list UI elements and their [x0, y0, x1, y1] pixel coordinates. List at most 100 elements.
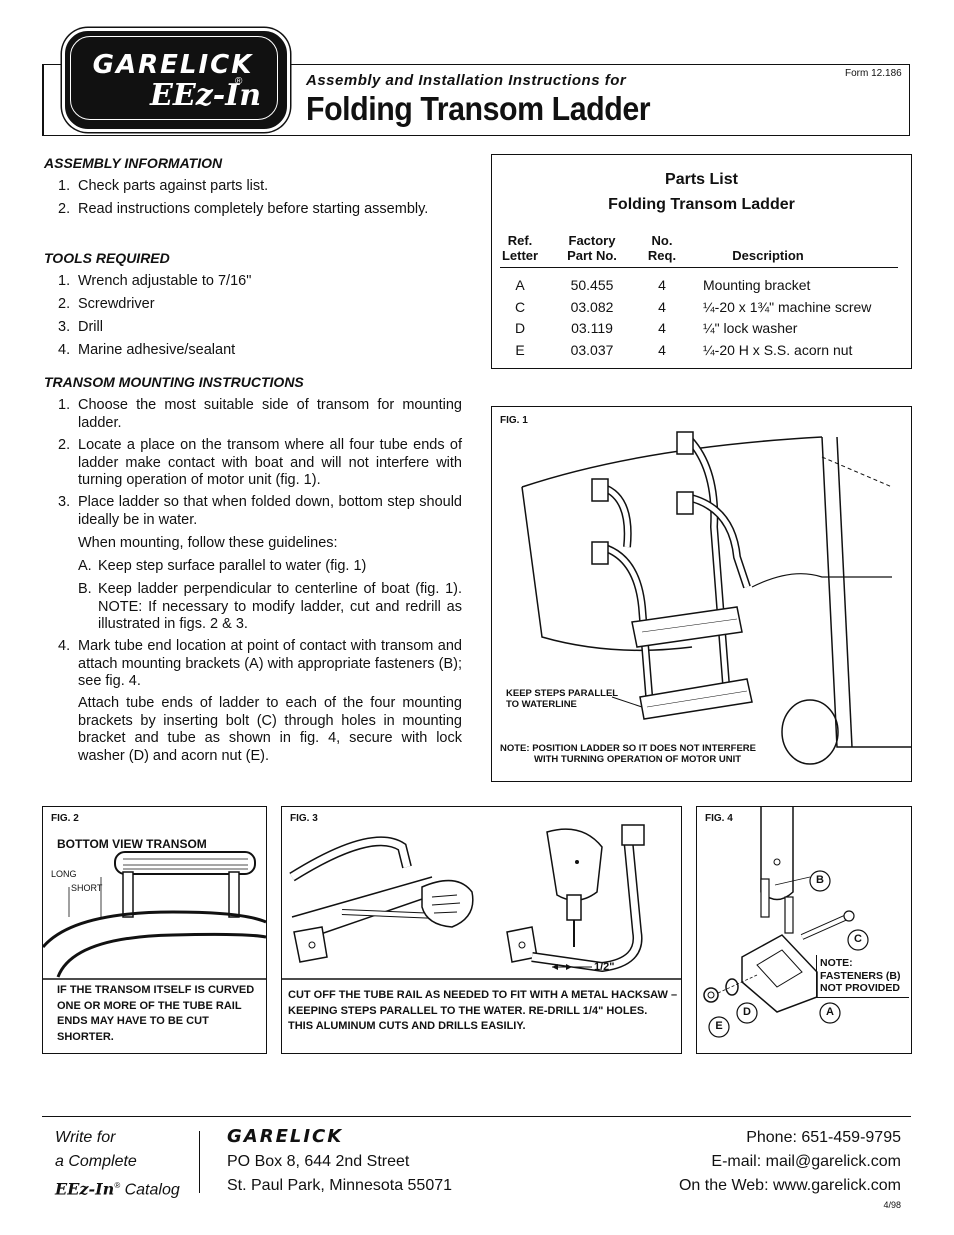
callout-a: A — [826, 1006, 834, 1018]
col-ref-header-line1: Ref. — [507, 233, 533, 248]
fig2-title: BOTTOM VIEW TRANSOM — [57, 837, 207, 851]
part-qty: 4 — [658, 320, 666, 336]
footer-address: PO Box 8, 644 2nd Street St. Paul Park, … — [227, 1150, 452, 1198]
email-address: E-mail: mail@garelick.com — [711, 1153, 901, 1170]
logo-inner-border — [70, 36, 278, 120]
note-line: NOTE: — [820, 957, 853, 969]
document-subtitle: Assembly and Installation Instructions f… — [306, 72, 627, 89]
eezin-brand: EEz-In — [55, 1179, 115, 1199]
footer-divider — [199, 1131, 200, 1193]
item-text: Screwdriver — [78, 296, 155, 312]
figure-1: FIG. 1 KEEP STEPS PARALLEL TO WATERLIN — [491, 406, 912, 782]
figure-2: FIG. 2 BOTTOM VIEW TRANSOM LONG SHORT IF… — [42, 806, 267, 1054]
col-ref-header-line2: Letter — [501, 248, 539, 263]
step-text: Place ladder so that when folded down, b… — [78, 494, 462, 528]
col-req-header-line2: Req. — [647, 248, 677, 263]
header-border-left — [42, 64, 44, 135]
col-factory-header-line1: Factory — [568, 233, 616, 248]
guideline-letter: A. — [78, 558, 92, 574]
figure-label: FIG. 4 — [705, 813, 733, 824]
caption-line: CUT OFF THE TUBE RAIL AS NEEDED TO FIT W… — [288, 989, 678, 1001]
logo-eezin: EEz-In — [150, 78, 262, 113]
bracket-assembly-exploded-view — [703, 807, 869, 1038]
motor-note-line2: WITH TURNING OPERATION OF MOTOR UNIT — [534, 754, 742, 765]
item-text: Check parts against parts list. — [78, 178, 269, 194]
col-factory-header-line2: Part No. — [567, 248, 617, 263]
footer-rule — [42, 1116, 911, 1117]
dimension-label: 1/2" — [594, 961, 615, 973]
callout-e: E — [715, 1020, 723, 1032]
revision-date: 4/98 — [883, 1200, 901, 1210]
logo-registered-mark: ® — [235, 76, 243, 87]
item-text: Drill — [78, 319, 103, 335]
step-number: 3. — [58, 494, 71, 510]
item-number: 2. — [58, 296, 71, 312]
part-number: 50.455 — [570, 277, 614, 293]
item-number: 4. — [58, 342, 71, 358]
item-text: Read instructions completely before star… — [78, 201, 429, 217]
step-number: 2. — [58, 437, 71, 453]
catalog-request: Write for a Complete EEz-In® Catalog — [55, 1126, 180, 1202]
fig2-caption: IF THE TRANSOM ITSELF IS CURVED ONE OR M… — [57, 983, 254, 1045]
logo-wordmark: GARELICK — [92, 50, 254, 80]
catalog-line: a Complete — [55, 1153, 137, 1170]
address-line: St. Paul Park, Minnesota 55071 — [227, 1177, 453, 1194]
steps-note-line1: KEEP STEPS PARALLEL — [506, 688, 619, 699]
registered-mark: ® — [114, 1181, 121, 1190]
part-description: ¼" lock washer — [703, 320, 798, 336]
document-title: Folding Transom Ladder — [306, 90, 651, 127]
catalog-line: Write for — [55, 1129, 116, 1146]
long-label: LONG — [51, 869, 77, 879]
part-ref: E — [515, 342, 525, 358]
part-qty: 4 — [658, 299, 666, 315]
part-qty: 4 — [658, 277, 666, 293]
figure-label: FIG. 2 — [51, 813, 79, 824]
garelick-logo — [62, 28, 290, 132]
caption-line: ONE OR MORE OF THE TUBE RAIL — [57, 999, 242, 1012]
short-label: SHORT — [71, 883, 103, 893]
item-number: 1. — [58, 273, 71, 289]
tools-heading: TOOLS REQUIRED — [44, 250, 170, 266]
callout-c: C — [854, 933, 862, 945]
parts-list-title: Parts List — [665, 171, 738, 188]
assembly-heading: ASSEMBLY INFORMATION — [44, 155, 223, 171]
figure-3: FIG. 3 1/2" CUT OFF THE TUBE RAIL A — [281, 806, 682, 1054]
step-text: Mark tube end location at point of conta… — [78, 638, 462, 689]
note-line: NOT PROVIDED — [820, 982, 900, 994]
part-number: 03.037 — [570, 342, 614, 358]
caption-line: ENDS MAY HAVE TO BE CUT — [57, 1015, 209, 1027]
caption-line: IF THE TRANSOM ITSELF IS CURVED — [57, 984, 255, 996]
ladder-on-transom-illustration — [521, 431, 911, 765]
guideline-text: Keep step surface parallel to water (fig… — [98, 558, 367, 574]
phone-number: Phone: 651-459-9795 — [746, 1129, 901, 1146]
item-number: 2. — [58, 201, 71, 217]
caption-line: KEEPING STEPS PARALLEL TO THE WATER. RE-… — [288, 1004, 648, 1017]
callout-b: B — [816, 874, 824, 886]
catalog-word: Catalog — [124, 1181, 180, 1199]
part-description: ¼-20 H x S.S. acorn nut — [703, 342, 853, 358]
caption-line: SHORTER. — [57, 1030, 114, 1043]
part-ref: A — [515, 277, 525, 293]
guidelines-intro: When mounting, follow these guidelines: — [78, 535, 338, 551]
col-ref-header: Ref. Letter — [500, 233, 540, 263]
part-qty: 4 — [658, 342, 666, 358]
step-number: 1. — [58, 397, 71, 413]
part-ref: D — [514, 320, 526, 336]
guideline-letter: B. — [78, 581, 92, 597]
note-line: FASTENERS (B) — [820, 969, 901, 982]
footer-contact: Phone: 651-459-9795 E-mail: mail@garelic… — [679, 1126, 901, 1198]
step-text: Choose the most suitable side of transom… — [78, 397, 462, 431]
item-text: Wrench adjustable to 7/16" — [78, 273, 252, 289]
caption-line: THIS ALUMINUM CUTS AND DRILLS EASILIY. — [288, 1020, 526, 1032]
col-req-header: No. Req. — [642, 233, 682, 263]
fig3-caption: CUT OFF THE TUBE RAIL AS NEEDED TO FIT W… — [288, 988, 677, 1035]
footer-brand-logo: GARELICK — [227, 1126, 344, 1147]
parts-list-box: Parts List Folding Transom Ladder Ref. L… — [491, 154, 912, 369]
part-number: 03.082 — [570, 299, 614, 315]
form-number: Form 12.186 — [845, 68, 902, 79]
parts-list-subtitle: Folding Transom Ladder — [608, 196, 795, 213]
cut-and-drill-illustration — [282, 824, 681, 980]
part-description: Mounting bracket — [703, 277, 811, 293]
steps-note-line2: TO WATERLINE — [506, 699, 577, 710]
motor-clearance-note: NOTE: POSITION LADDER SO IT DOES NOT INT… — [500, 743, 756, 765]
